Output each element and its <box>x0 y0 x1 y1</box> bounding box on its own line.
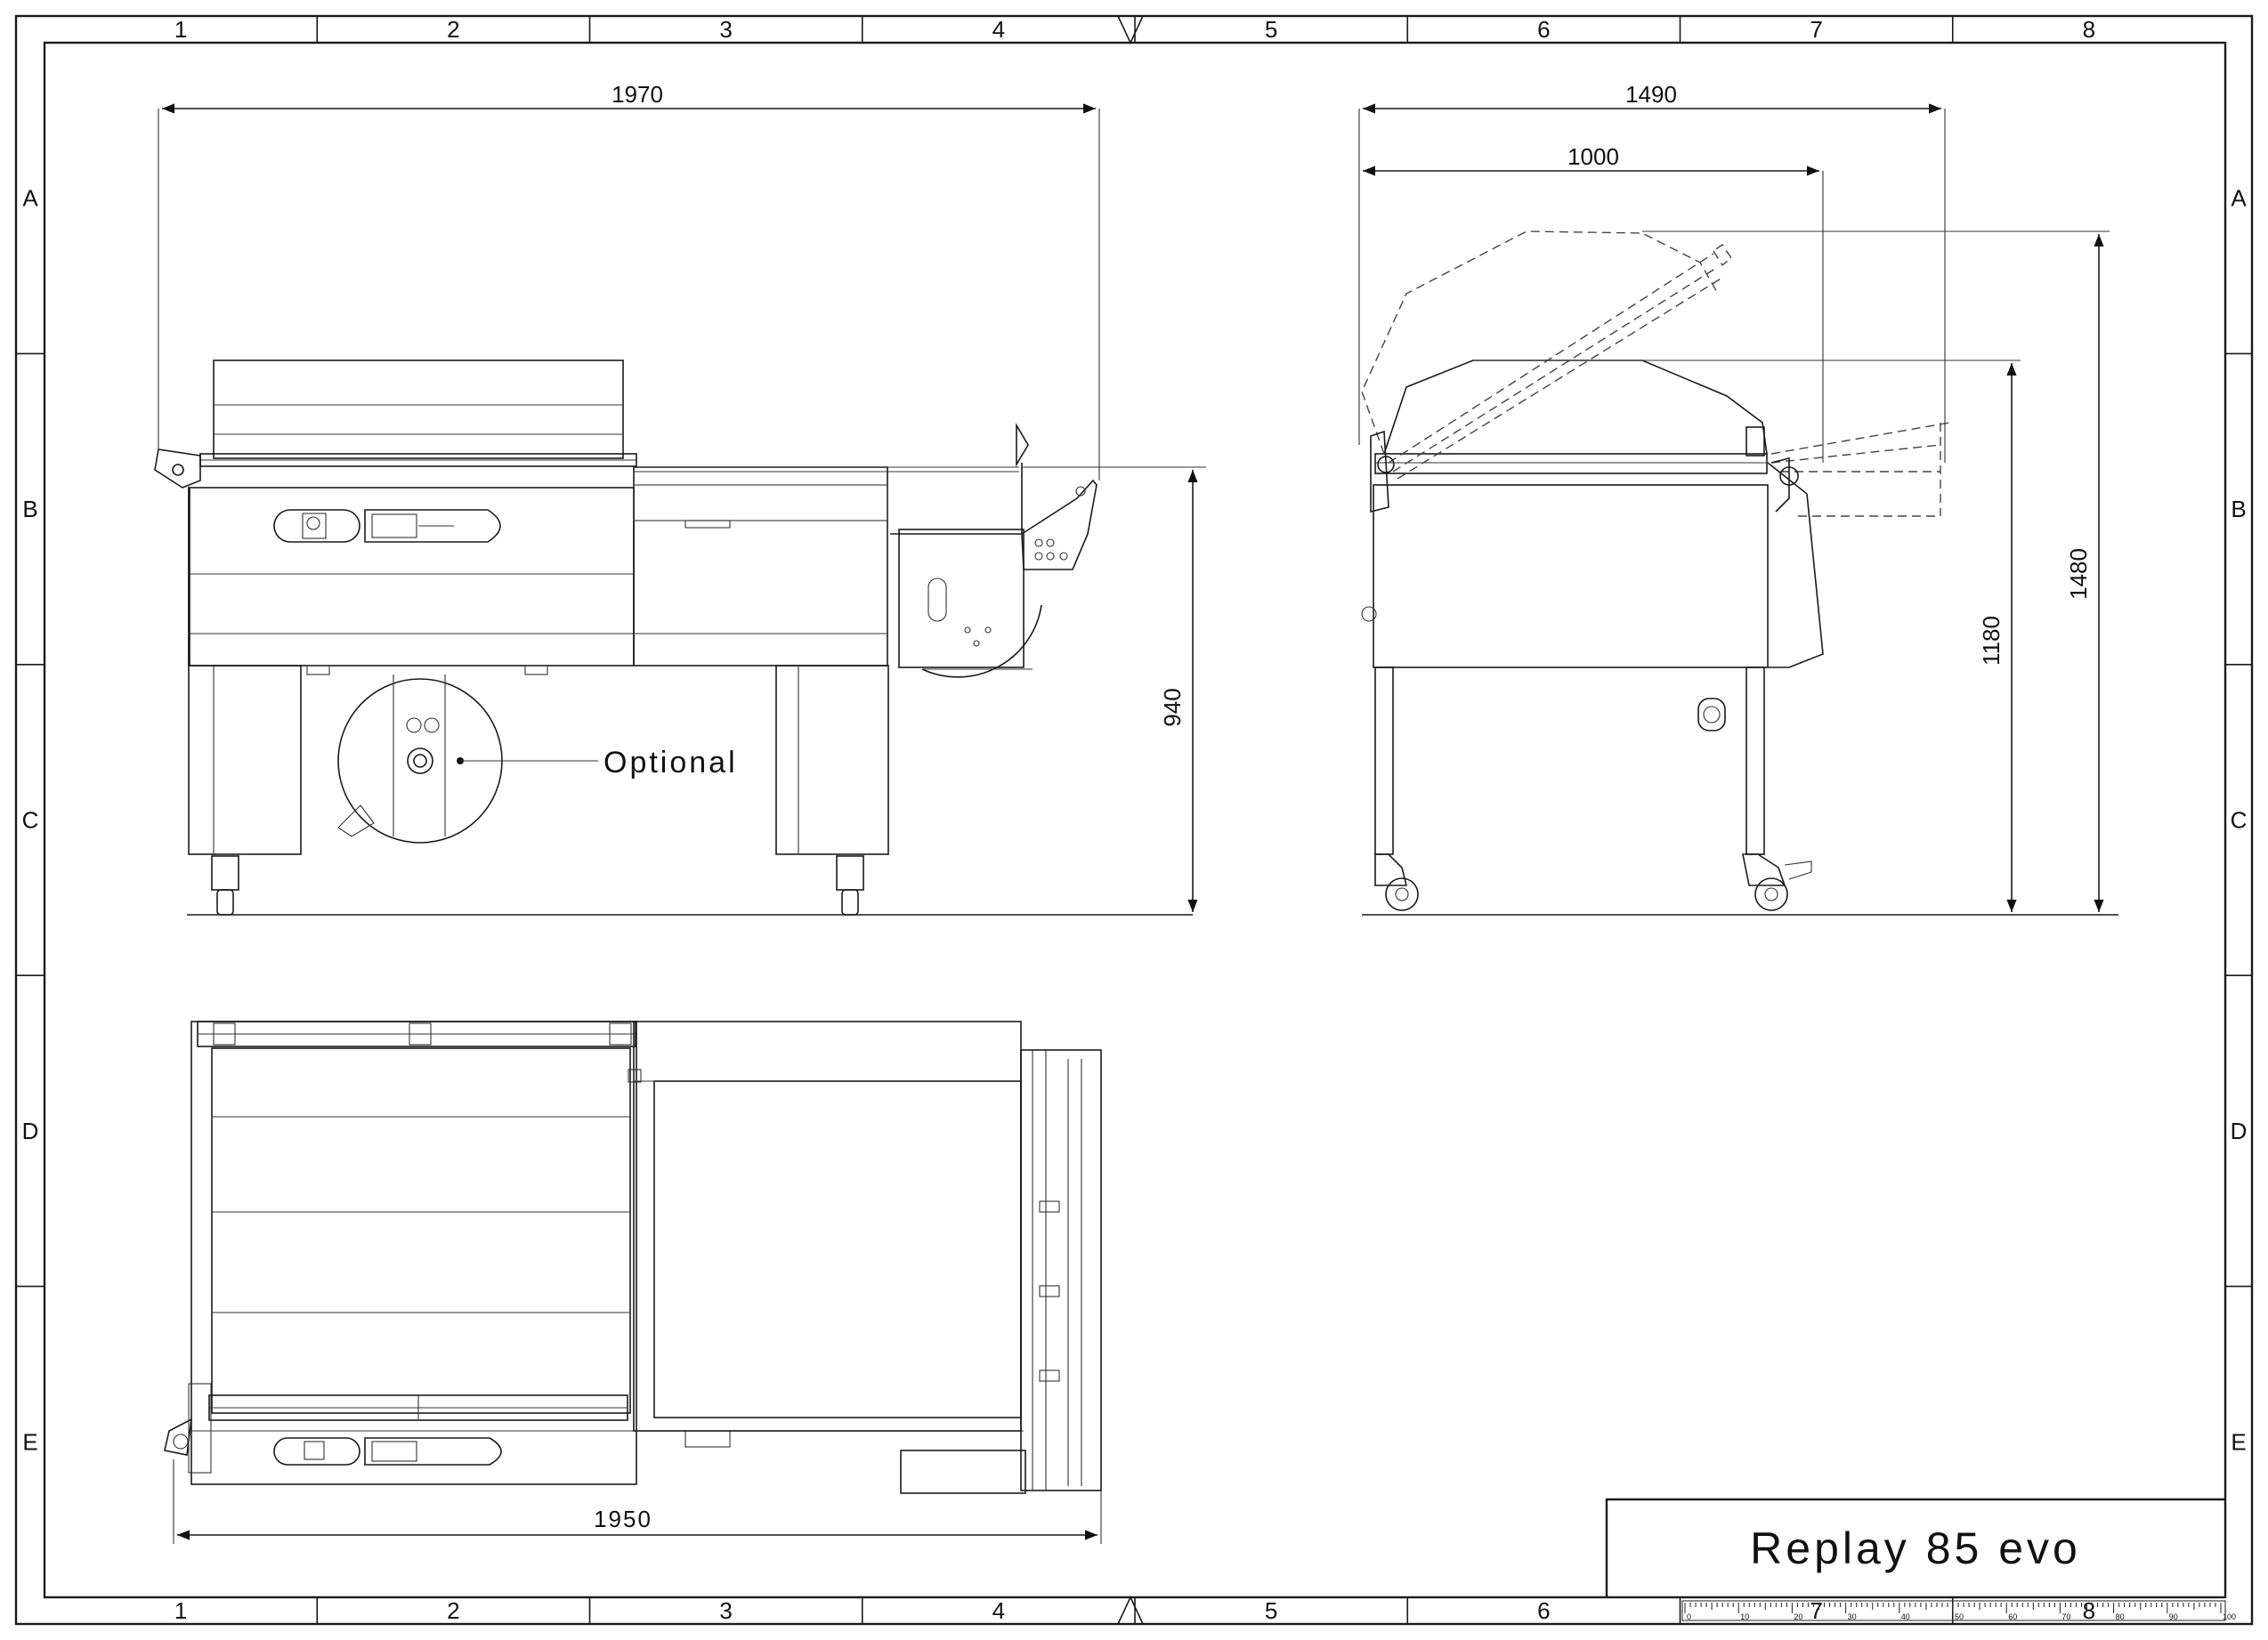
row-label: E <box>22 1428 37 1455</box>
front-width-dim: 1970 <box>612 81 663 108</box>
column-label: 1 <box>174 16 187 43</box>
title-block: Replay 85 evo <box>1605 1498 2225 1597</box>
column-labels-top: 1 2 3 4 5 6 7 8 <box>174 16 2095 43</box>
side-total-depth-dim: 1490 <box>1625 81 1677 108</box>
column-label: 5 <box>1265 1597 1277 1624</box>
front-height-dim: 940 <box>1159 688 1186 726</box>
row-label: A <box>2231 185 2247 212</box>
row-label: B <box>22 496 37 522</box>
scale-label: 0 <box>1687 1612 1691 1621</box>
scale-label: 60 <box>2008 1612 2017 1621</box>
caster-left <box>211 855 239 916</box>
side-view: 1490 1000 1180 1480 <box>1358 81 2118 916</box>
side-height-closed-dim: 1180 <box>1978 616 2005 666</box>
scale-label: 100 <box>2223 1612 2236 1621</box>
scale-label: 90 <box>2169 1612 2178 1621</box>
scale-label: 40 <box>1901 1612 1910 1621</box>
side-depth-dim: 1000 <box>1567 143 1619 170</box>
column-label: 5 <box>1265 16 1277 43</box>
scale-label: 10 <box>1740 1612 1749 1621</box>
row-labels-left: A B C D E <box>22 185 39 1456</box>
sheet-frame: 1 2 3 4 5 6 7 8 1 2 3 4 5 6 7 8 A B C D E A B C D E <box>14 14 2254 1626</box>
row-label: D <box>2231 1118 2248 1144</box>
column-label: 4 <box>992 16 1005 43</box>
side-height-open-dim: 1480 <box>2065 548 2092 600</box>
top-view: 1950 <box>164 1021 1102 1544</box>
column-label: 7 <box>1810 16 1822 43</box>
centering-mark-top <box>1117 15 1144 44</box>
front-view: Optional 1970 940 <box>154 81 1206 916</box>
column-label: 6 <box>1537 16 1550 43</box>
scale-label: 70 <box>2061 1612 2070 1621</box>
row-label: A <box>22 185 38 212</box>
row-label: D <box>22 1118 39 1144</box>
scale-label: 20 <box>1794 1612 1802 1621</box>
top-width-dim: 1950 <box>594 1506 652 1532</box>
row-dividers <box>16 352 2252 1288</box>
row-label: C <box>2231 807 2248 834</box>
column-label: 1 <box>174 1597 187 1624</box>
column-label: 3 <box>719 16 732 43</box>
optional-callout: Optional <box>603 746 738 780</box>
row-labels-right: A B C D E <box>2231 185 2248 1456</box>
column-label: 4 <box>992 1597 1005 1624</box>
side-caster-left <box>1374 853 1419 911</box>
scale-bar: 0 10 20 30 40 50 60 70 80 90 100 <box>1681 1600 2236 1621</box>
row-label: E <box>2231 1428 2246 1455</box>
column-label: 2 <box>447 1597 459 1624</box>
scale-label: 80 <box>2116 1612 2125 1621</box>
centering-mark-bottom <box>1117 1596 1144 1625</box>
drawing-title: Replay 85 evo <box>1750 1523 2081 1573</box>
scale-label: 50 <box>1955 1612 1964 1621</box>
row-label: C <box>22 807 39 834</box>
side-caster-right <box>1742 853 1812 911</box>
column-label: 6 <box>1537 1597 1550 1624</box>
column-label: 8 <box>2083 16 2095 43</box>
column-dividers <box>316 16 1954 1624</box>
row-label: B <box>2231 496 2246 522</box>
caster-right <box>836 855 864 916</box>
scale-label: 30 <box>1848 1612 1857 1621</box>
column-label: 3 <box>719 1597 732 1624</box>
column-label: 2 <box>447 16 459 43</box>
